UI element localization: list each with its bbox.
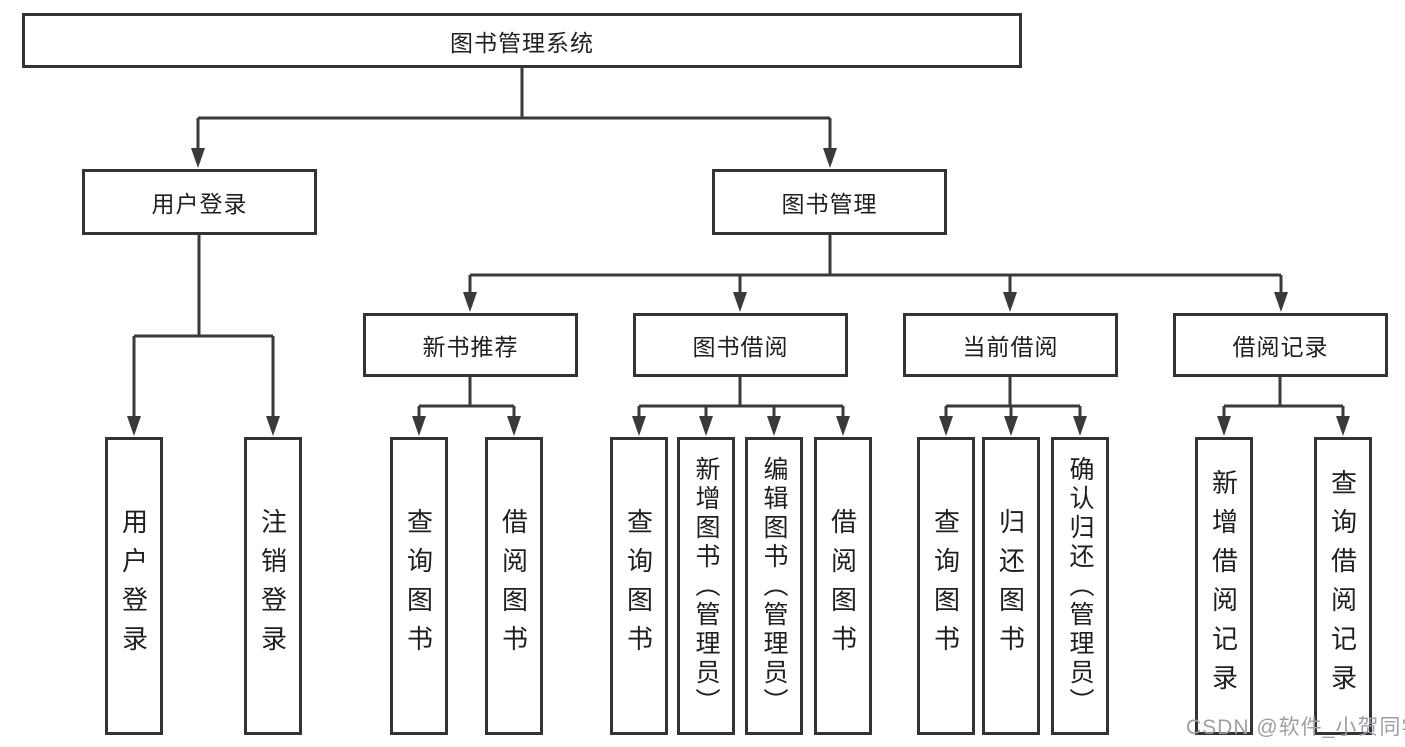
node-book-management-label: 图书管理 [781,191,878,217]
arrowhead-icon [1217,416,1231,436]
connector-arrowheads [127,148,1350,436]
leaf-query-borrow-record: 查询借阅记录 [1314,437,1372,735]
node-user-login: 用户登录 [82,169,317,235]
node-new-book-recommend-label: 新书推荐 [422,334,519,360]
node-current-borrow-label: 当前借阅 [962,334,1059,360]
node-current-borrow: 当前借阅 [903,313,1118,377]
leaf-borrow-books-recommend-label: 借阅图书 [498,508,529,664]
leaf-return-books-label: 归还图书 [995,508,1026,664]
connector-current-borrow-to-children [944,377,1082,418]
arrowhead-icon [127,416,141,436]
node-new-book-recommend: 新书推荐 [363,313,578,377]
arrowhead-icon [767,416,781,436]
arrowhead-icon [463,292,477,312]
node-borrow-records-label: 借阅记录 [1232,334,1329,360]
arrowhead-icon [1274,292,1288,312]
arrowhead-icon [191,148,205,168]
leaf-user-login-label: 用户登录 [118,508,149,664]
arrowhead-icon [1003,292,1017,312]
arrowhead-icon [632,416,646,436]
arrowhead-icon [507,416,521,436]
leaf-edit-books-admin-label: 编辑图书（管理员） [760,455,788,717]
node-book-borrow: 图书借阅 [633,313,848,377]
leaf-confirm-return-admin: 确认归还（管理员） [1051,437,1109,735]
node-root: 图书管理系统 [22,13,1022,68]
watermark: CSDN @软件_小贺同学 [1186,716,1405,739]
connector-root-to-level2 [196,68,832,150]
node-book-management: 图书管理 [712,169,947,235]
arrowhead-icon [412,416,426,436]
arrowhead-icon [699,416,713,436]
leaf-add-books-admin-label: 新增图书（管理员） [692,455,720,717]
leaf-confirm-return-admin-label: 确认归还（管理员） [1066,455,1094,717]
arrowhead-icon [266,416,280,436]
arrowhead-icon [1336,416,1350,436]
arrowhead-icon [1004,416,1018,436]
leaf-query-books-recommend-label: 查询图书 [403,508,434,664]
leaf-query-books-borrow-label: 查询图书 [623,508,654,664]
leaf-borrow-books-recommend: 借阅图书 [485,437,543,735]
connector-borrow-records-to-children [1222,377,1345,418]
leaf-borrow-books: 借阅图书 [814,437,872,735]
node-borrow-records: 借阅记录 [1173,313,1388,377]
connector-lines [132,68,1345,418]
leaf-add-books-admin: 新增图书（管理员） [677,437,735,735]
leaf-query-books-current: 查询图书 [917,437,975,735]
node-book-borrow-label: 图书借阅 [692,334,789,360]
leaf-query-borrow-record-label: 查询借阅记录 [1327,469,1358,703]
connector-book-borrow-to-children [637,377,845,418]
arrowhead-icon [823,148,837,168]
leaf-query-books-borrow: 查询图书 [610,437,668,735]
connector-user-login-to-children [132,235,275,418]
arrowhead-icon [836,416,850,436]
leaf-borrow-books-label: 借阅图书 [827,508,858,664]
arrowhead-icon [733,292,747,312]
leaf-logout: 注销登录 [244,437,302,735]
leaf-add-borrow-record-label: 新增借阅记录 [1208,469,1239,703]
leaf-query-books-current-label: 查询图书 [930,508,961,664]
leaf-logout-label: 注销登录 [257,508,288,664]
leaf-query-books-recommend: 查询图书 [390,437,448,735]
leaf-return-books: 归还图书 [982,437,1040,735]
leaf-edit-books-admin: 编辑图书（管理员） [745,437,803,735]
connector-book-management-to-level3 [468,235,1283,294]
connector-new-book-recommend-to-children [417,377,516,418]
node-user-login-label: 用户登录 [151,191,248,217]
arrowhead-icon [939,416,953,436]
leaf-add-borrow-record: 新增借阅记录 [1195,437,1253,735]
leaf-user-login: 用户登录 [105,437,163,735]
arrowhead-icon [1073,416,1087,436]
node-root-label: 图书管理系统 [450,29,594,56]
